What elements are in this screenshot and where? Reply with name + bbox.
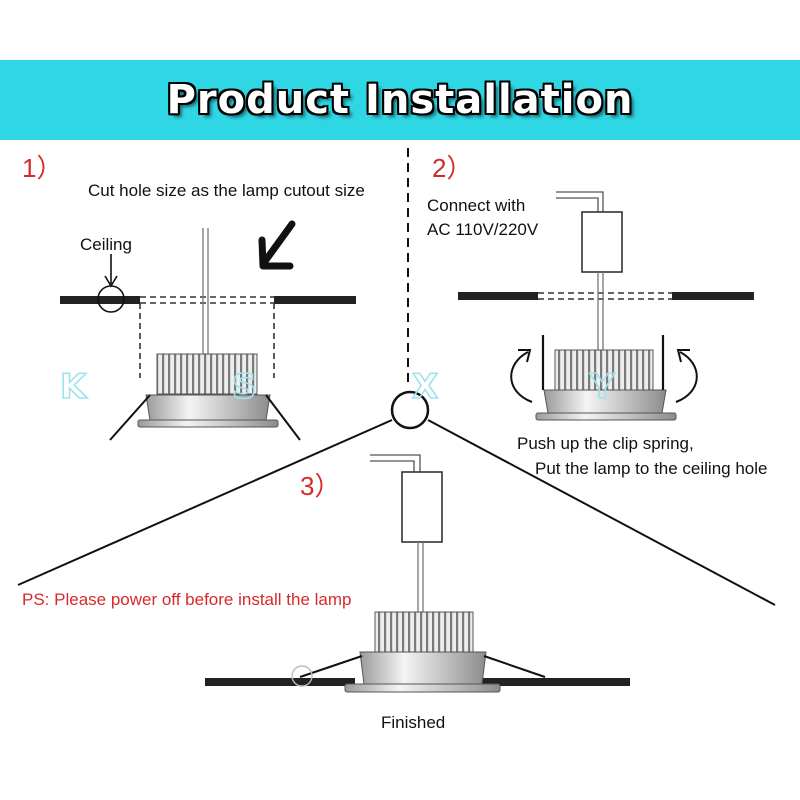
step3-frame (17, 419, 776, 606)
connect-label-line2: AC 110V/220V (427, 220, 539, 239)
finished-label: Finished (381, 713, 446, 732)
lamp-heatsink (554, 349, 654, 391)
title-banner: Product Installation (0, 60, 800, 140)
clip-spring-right (483, 655, 546, 678)
push-instruction-line1: Push up the clip spring, (517, 434, 694, 453)
step-number-1: 1） (22, 153, 63, 183)
watermark-letter: X (412, 367, 438, 407)
step-number-3: 3） (300, 471, 341, 501)
watermark-letter: Y (589, 367, 615, 407)
connect-label-line1: Connect with (427, 196, 526, 215)
watermark-letter: S (232, 367, 257, 407)
step-number-2: 2） (432, 153, 473, 183)
lamp-flange (535, 412, 677, 421)
lamp-heatsink (156, 353, 258, 395)
clip-spring-right (265, 394, 301, 441)
divider-junction (390, 390, 430, 430)
clip-spring-left (109, 394, 151, 441)
step1-drawing (60, 220, 356, 441)
push-instruction-line2: Put the lamp to the ceiling hole (535, 459, 768, 478)
step1-instruction: Cut hole size as the lamp cutout size (88, 181, 365, 200)
ceiling-panel-right (672, 292, 754, 300)
watermark-letter: K (60, 367, 88, 407)
push-up-arrow-icon (510, 349, 533, 403)
ceiling-panel-right (274, 296, 356, 304)
driver-box (401, 471, 443, 543)
step2-drawing (458, 191, 754, 421)
page-title: Product Installation (166, 77, 634, 123)
clip-callout-circle (291, 665, 313, 687)
lamp-body (359, 651, 487, 685)
ceiling-panel-left (60, 296, 140, 304)
lamp-flange (137, 419, 279, 428)
ceiling-panel-right (480, 678, 630, 686)
push-up-arrow-icon (675, 349, 698, 403)
lamp-flange (344, 683, 501, 693)
ceiling-label: Ceiling (80, 235, 132, 254)
cut-arrow-icon (258, 220, 296, 270)
ceiling-panel-left (458, 292, 538, 300)
power-off-warning: PS: Please power off before install the … (22, 590, 352, 609)
step3-drawing (205, 454, 630, 693)
driver-box (581, 211, 623, 273)
ceiling-panel-left (205, 678, 355, 686)
clip-spring-left (299, 655, 363, 678)
lamp-heatsink (374, 611, 474, 653)
watermark: K S X Y (59, 366, 616, 408)
